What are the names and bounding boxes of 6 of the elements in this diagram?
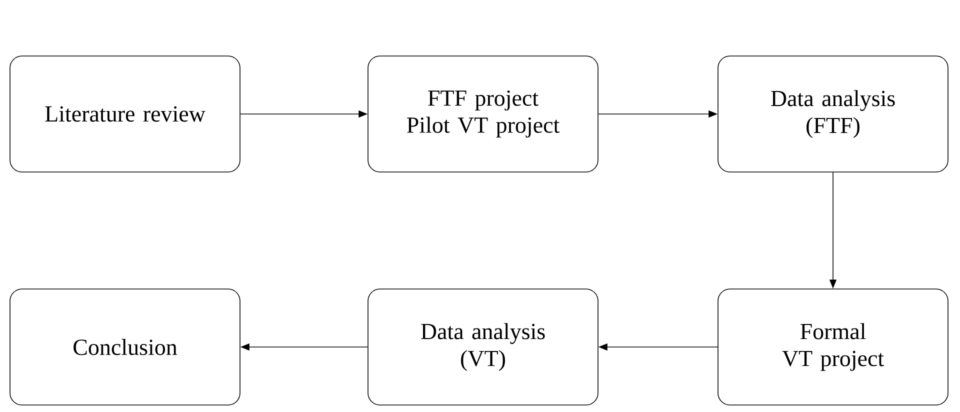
process-box: Data analysis (VT) xyxy=(368,288,598,406)
process-box: Data analysis (FTF) xyxy=(718,56,948,172)
process-box: Formal VT project xyxy=(718,288,948,406)
process-box: Literature review xyxy=(10,56,240,172)
process-box: FTF project Pilot VT project xyxy=(368,56,598,172)
process-box: Conclusion xyxy=(10,288,240,406)
